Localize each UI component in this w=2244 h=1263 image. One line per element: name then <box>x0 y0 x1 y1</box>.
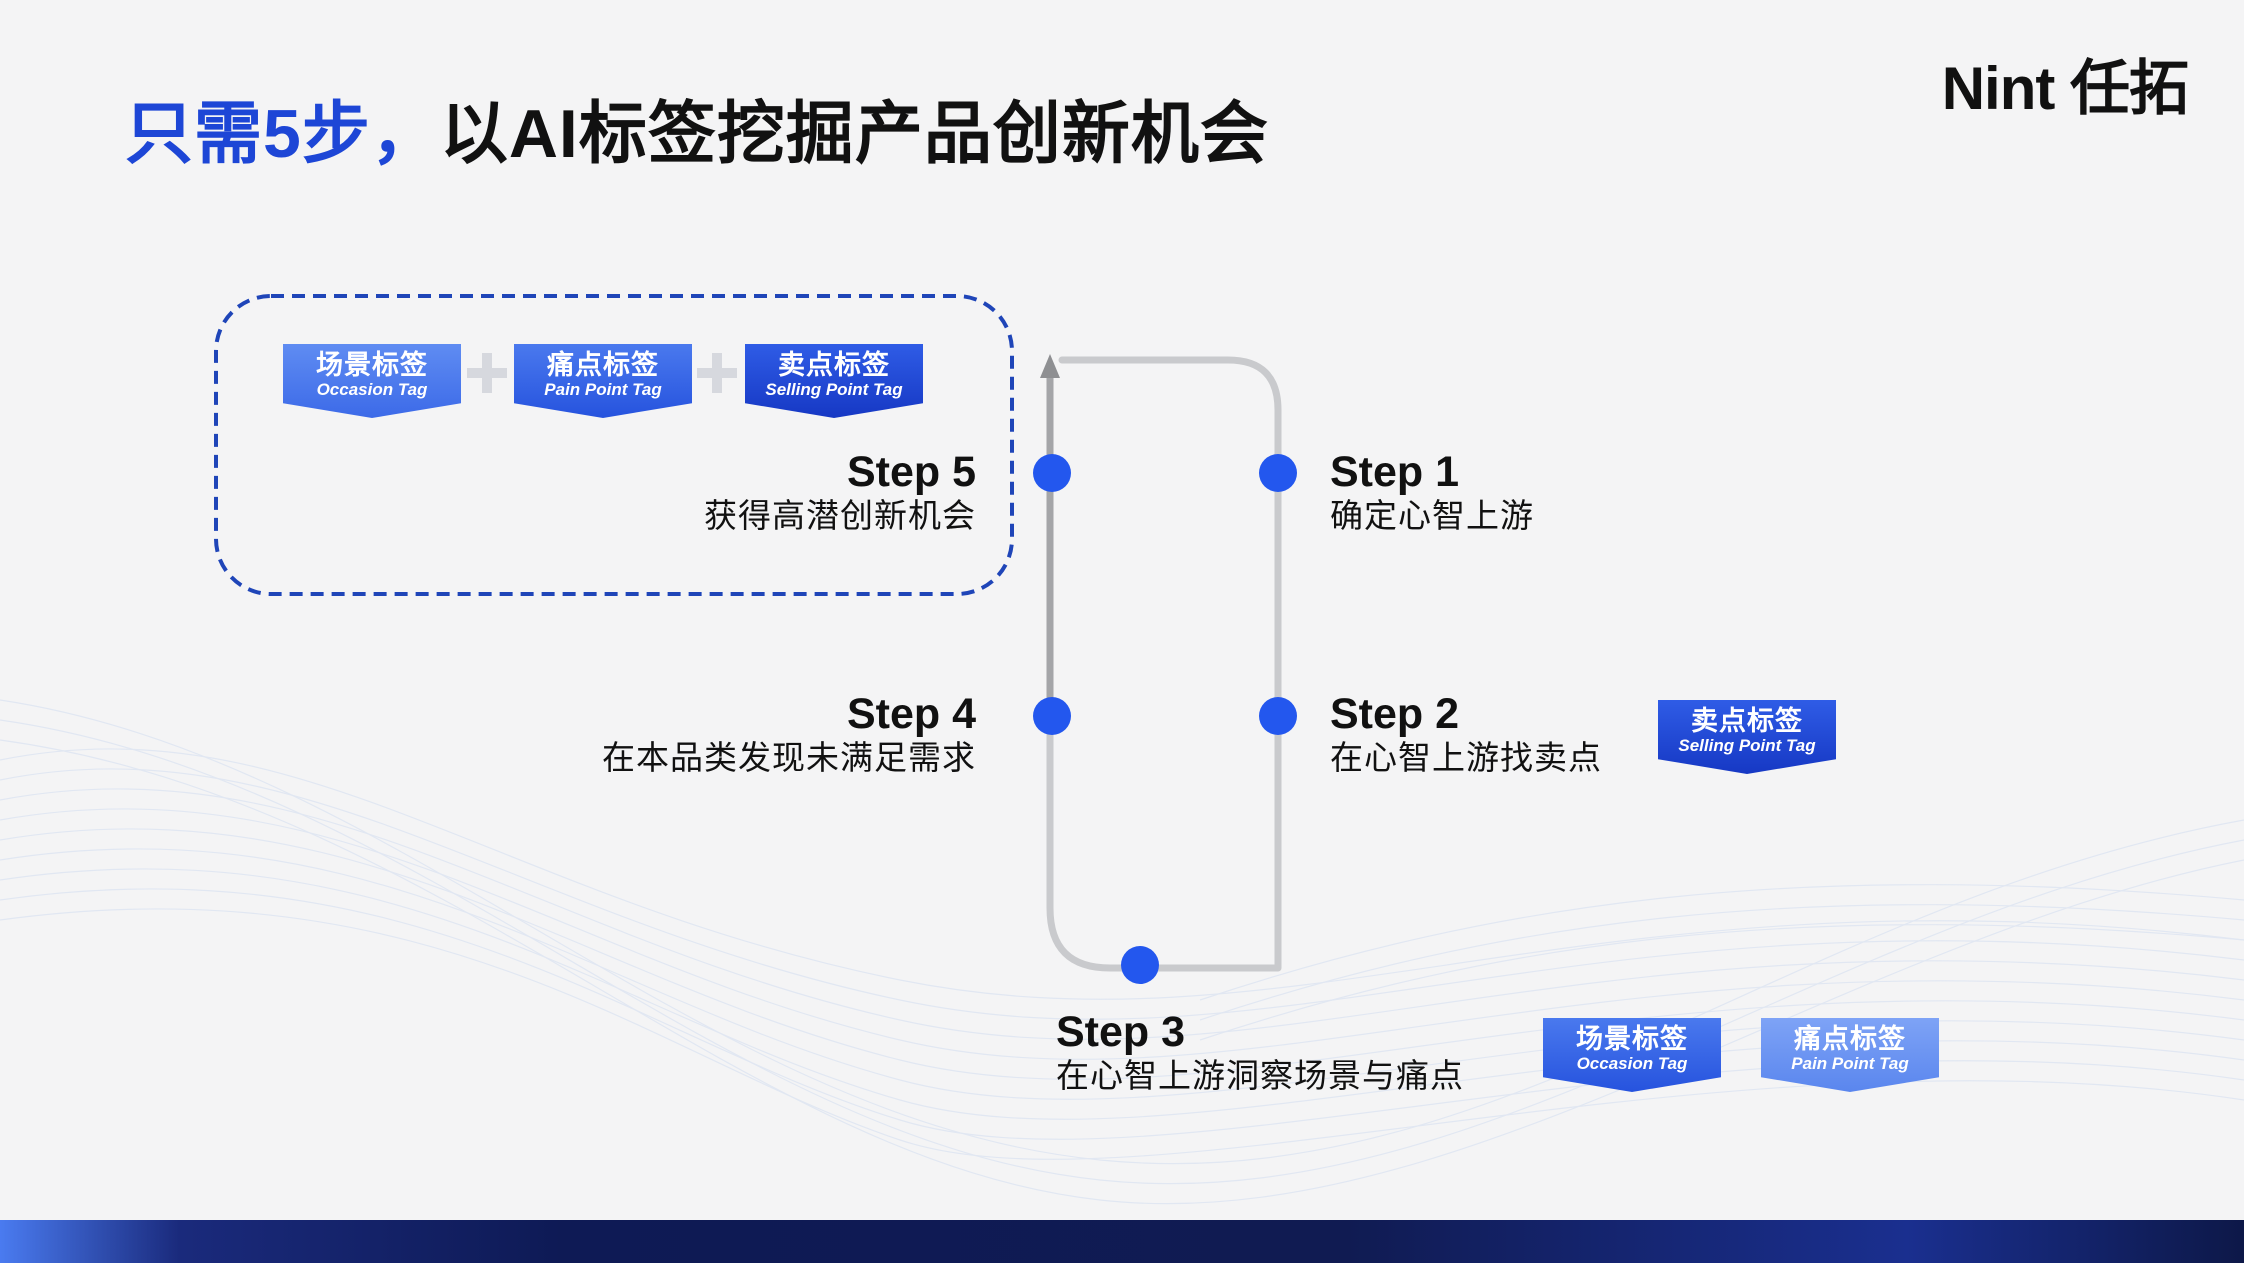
tag-en: Pain Point Tag <box>544 380 662 399</box>
step-3-pain-tag: 痛点标签 Pain Point Tag <box>1761 1018 1939 1092</box>
step-5-label: Step 5 <box>846 448 976 496</box>
path-bottom-segment <box>1046 720 1278 972</box>
step-4-desc: 在本品类发现未满足需求 <box>602 739 976 776</box>
tag-cn: 卖点标签 <box>1691 706 1803 736</box>
step-5-dot <box>1033 454 1071 492</box>
tag-en: Occasion Tag <box>1576 1054 1688 1073</box>
step-1-label: Step 1 <box>1330 448 1460 496</box>
step-2-selling-tag: 卖点标签 Selling Point Tag <box>1658 700 1836 774</box>
step-5-occasion-tag: 场景标签 Occasion Tag <box>283 344 461 418</box>
page-title-highlight: 只需5步， <box>125 96 440 172</box>
tag-cn: 痛点标签 <box>1794 1024 1906 1054</box>
step-3-occasion-tag: 场景标签 Occasion Tag <box>1543 1018 1721 1092</box>
step-1: Step 1 确定心智上游 <box>1330 448 1534 536</box>
tag-cn: 场景标签 <box>316 350 428 380</box>
page-title-rest: 以AI标签挖掘产品创新机会 <box>439 96 1269 172</box>
step-2-label: Step 2 <box>1330 690 1460 738</box>
step-1-desc: 确定心智上游 <box>1330 497 1534 534</box>
step-5: Step 5 获得高潜创新机会 <box>704 448 976 536</box>
tag-en: Selling Point Tag <box>765 380 903 399</box>
step-3-dot <box>1121 946 1159 984</box>
step-2: Step 2 在心智上游找卖点 <box>1330 690 1602 778</box>
step-3: Step 3 在心智上游洞察场景与痛点 <box>1056 1008 1464 1096</box>
tag-en: Occasion Tag <box>316 380 428 399</box>
nint-logo: Nint 任拓 <box>1941 55 2189 122</box>
step-3-label: Step 3 <box>1056 1008 1186 1056</box>
page-title: 只需5步，以AI标签挖掘产品创新机会 <box>125 78 1269 177</box>
tag-cn: 场景标签 <box>1576 1024 1688 1054</box>
step-4: Step 4 在本品类发现未满足需求 <box>602 690 976 778</box>
tag-cn: 痛点标签 <box>547 350 659 380</box>
step-5-dashed-box <box>214 294 1014 596</box>
step-1-dot <box>1259 454 1297 492</box>
step-5-pain-tag: 痛点标签 Pain Point Tag <box>514 344 692 418</box>
step-2-desc: 在心智上游找卖点 <box>1330 739 1602 776</box>
plus-icon <box>467 353 507 393</box>
arrow-head-icon <box>1040 354 1060 378</box>
plus-icon <box>697 353 737 393</box>
step-3-desc: 在心智上游洞察场景与痛点 <box>1056 1057 1464 1094</box>
bottom-decorative-bar <box>0 1220 2244 1263</box>
step-4-label: Step 4 <box>846 690 976 738</box>
tag-en: Selling Point Tag <box>1678 736 1816 755</box>
step-2-dot <box>1259 697 1297 735</box>
step-5-desc: 获得高潜创新机会 <box>704 497 976 534</box>
step-5-selling-tag: 卖点标签 Selling Point Tag <box>745 344 923 418</box>
tag-cn: 卖点标签 <box>778 350 890 380</box>
path-right-segment <box>1058 356 1282 972</box>
step-4-dot <box>1033 697 1071 735</box>
tag-en: Pain Point Tag <box>1791 1054 1909 1073</box>
